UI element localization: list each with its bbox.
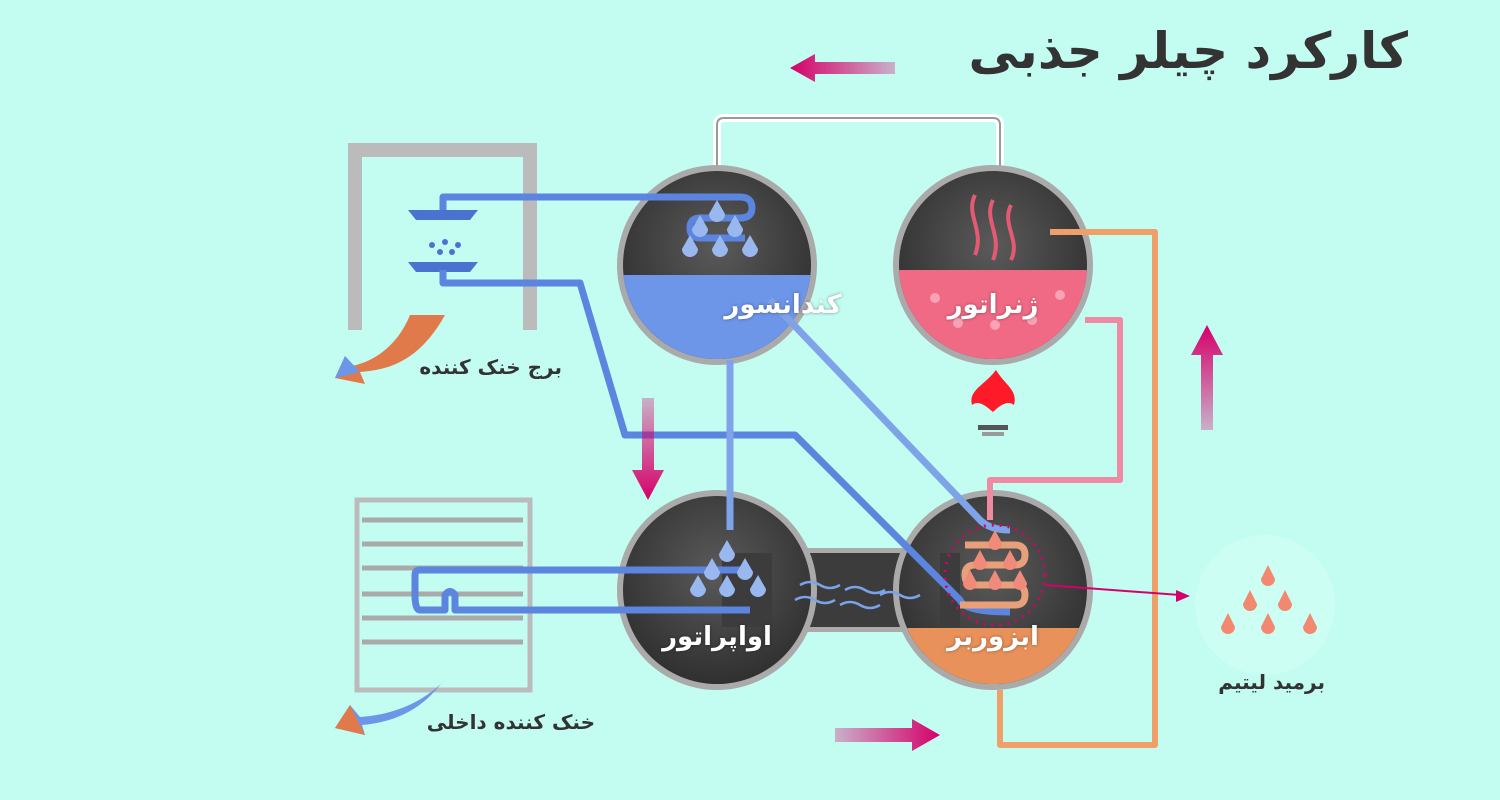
water-drops	[682, 200, 766, 597]
absorber-coil	[943, 523, 1190, 627]
absorber-label: ابزوربر	[947, 622, 1039, 652]
flow-arrow-right	[835, 719, 940, 751]
condenser-label: کندانسور	[724, 290, 842, 320]
lithium-bromide-drops	[1195, 535, 1335, 675]
cooling-tower	[335, 143, 537, 384]
flow-arrows	[632, 54, 1223, 751]
solution-pipes	[987, 229, 1158, 748]
flow-arrow-left	[790, 54, 895, 82]
cooling-tower-label: برج خنک کننده	[419, 355, 562, 379]
indoor-cooler-label: خنک کننده داخلی	[426, 710, 595, 734]
flow-arrow-down	[632, 398, 664, 500]
lithium-bromide-label: برمید لیتیم	[1218, 670, 1325, 694]
indoor-cooler	[335, 497, 533, 735]
generator-label: ژنراتور	[947, 290, 1039, 320]
vapor-pipe	[713, 114, 1004, 170]
evaporator-label: اواپراتور	[662, 622, 772, 652]
flow-arrow-up	[1191, 325, 1223, 430]
page-title: کارکرد چیلر جذبی	[968, 22, 1408, 80]
burner-flame-icon	[971, 370, 1015, 436]
